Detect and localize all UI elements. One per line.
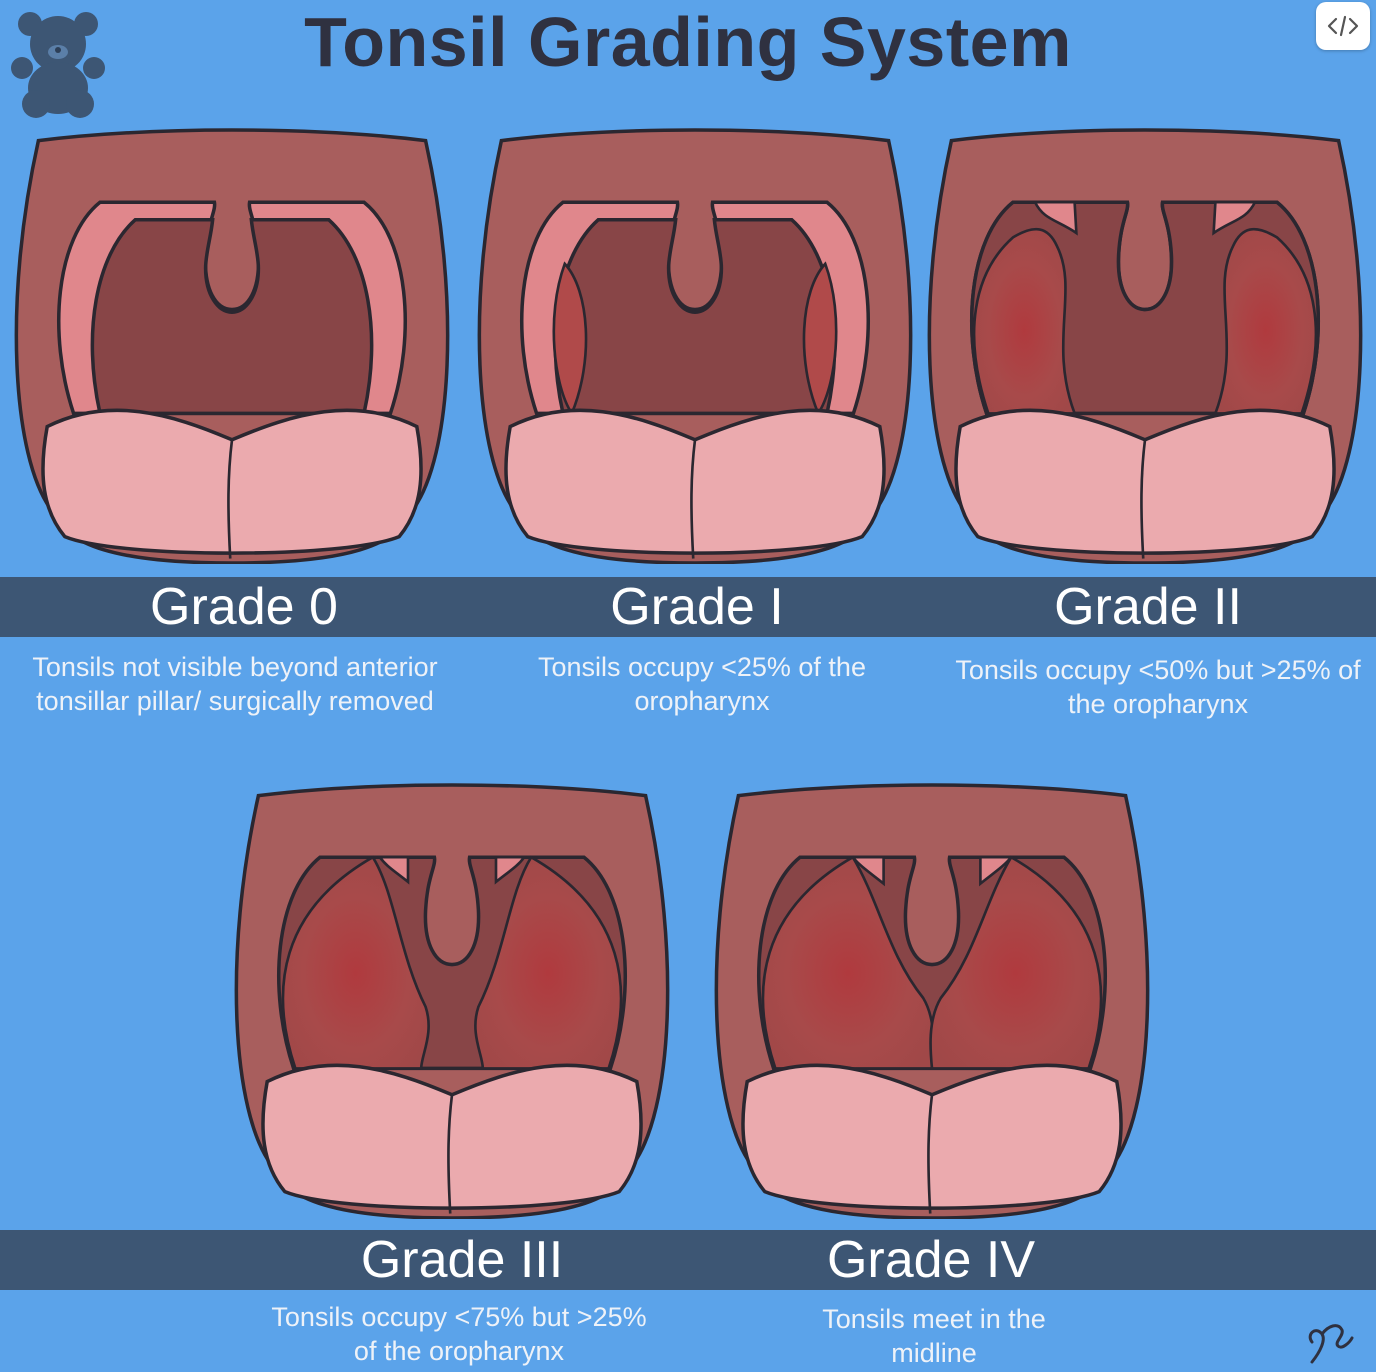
grade-4-label: Grade IV	[826, 1231, 1036, 1289]
page-title: Tonsil Grading System	[304, 3, 1072, 81]
grade-band-bottom	[0, 1230, 1376, 1290]
grade-2-label: Grade II	[1054, 578, 1242, 636]
mouth-grade-0	[14, 128, 450, 564]
grade-4-description: Tonsils meet in the midline	[822, 1304, 1046, 1368]
grade-1-label: Grade I	[610, 578, 784, 636]
mouth-grade-4	[714, 783, 1150, 1219]
artist-signature	[1308, 1324, 1354, 1364]
mouth-grade-1	[477, 128, 913, 564]
grade-3-description: Tonsils occupy <75% but >25% of the orop…	[271, 1302, 647, 1366]
code-embed-icon	[1327, 15, 1359, 37]
mouth-grade-3	[234, 783, 670, 1219]
grade-3-label: Grade III	[360, 1231, 564, 1289]
code-embed-button[interactable]	[1316, 2, 1370, 50]
teddy-bear-icon	[11, 12, 105, 118]
grade-2-description: Tonsils occupy <50% but >25% of the orop…	[955, 655, 1361, 719]
grade-band-top	[0, 577, 1376, 637]
grade-0-label: Grade 0	[150, 578, 338, 636]
mouth-grade-2	[927, 128, 1363, 564]
grade-1-description: Tonsils occupy <25% of the oropharynx	[538, 652, 866, 716]
grade-0-description: Tonsils not visible beyond anterior tons…	[32, 652, 438, 716]
